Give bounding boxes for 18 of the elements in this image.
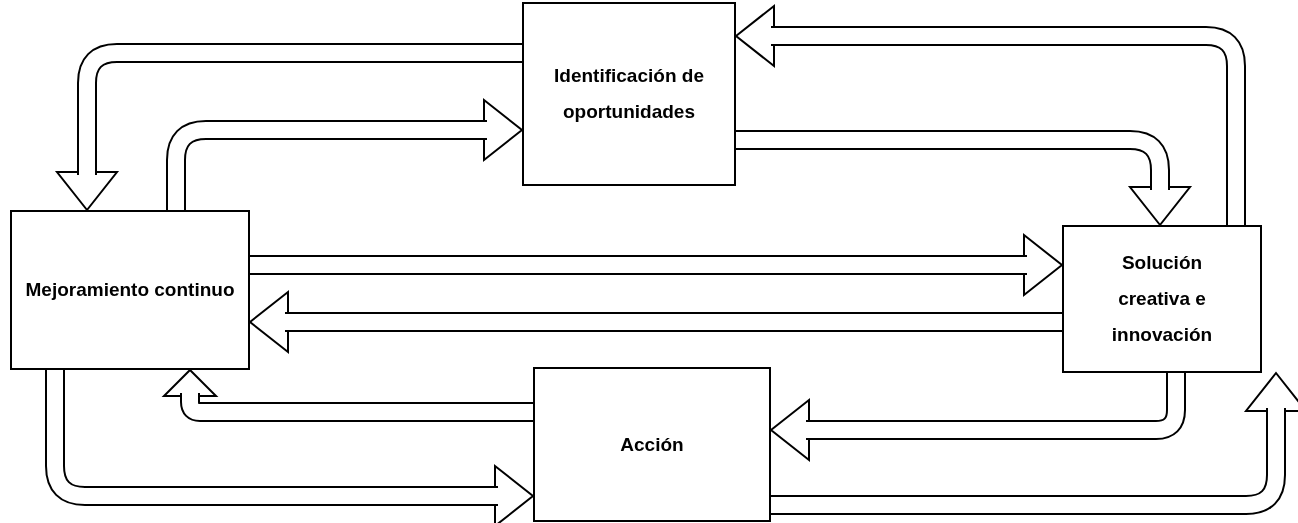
block-arrow [166, 97, 524, 210]
process-box [533, 367, 771, 522]
block-arrow [769, 373, 1186, 463]
block-arrow [250, 232, 1064, 298]
process-box [1062, 225, 1262, 373]
block-arrow [45, 370, 535, 523]
block-arrow [771, 371, 1298, 515]
process-box [522, 2, 736, 186]
block-arrow [734, 3, 1246, 225]
process-box [10, 210, 250, 370]
block-arrow [736, 130, 1193, 227]
box-label: Acción [619, 432, 685, 457]
block-arrow [248, 289, 1062, 355]
block-arrow [54, 43, 522, 212]
block-arrow [161, 368, 533, 422]
box-label: Solución creativa e innovación [1110, 251, 1214, 347]
box-label: Identificación de oportunidades [553, 64, 705, 124]
box-label: Mejoramiento continuo [24, 278, 236, 302]
